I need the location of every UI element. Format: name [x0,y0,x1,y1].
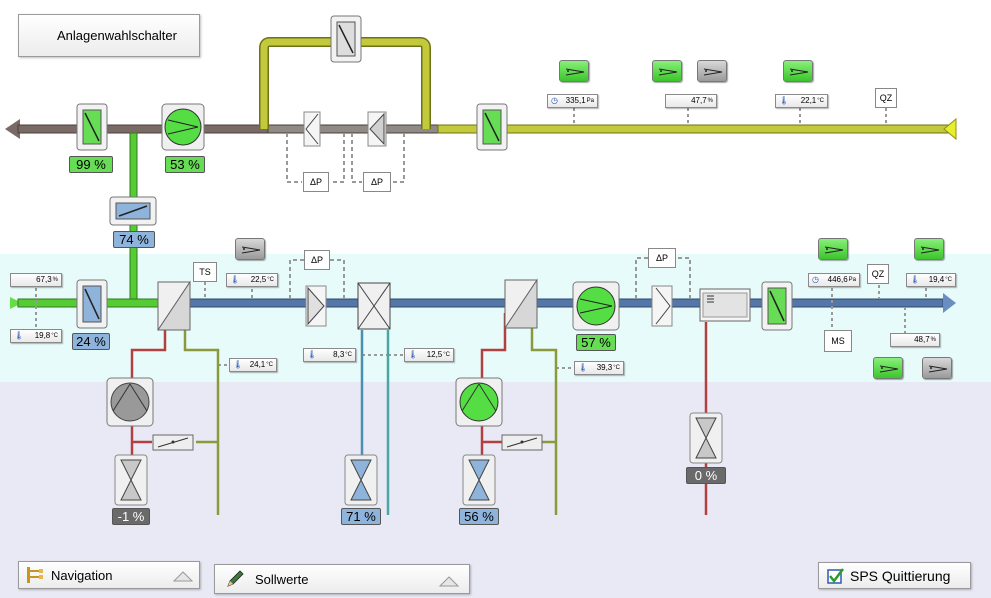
status-message-icon[interactable] [559,60,589,82]
outdoor-damper-position: 24 % [72,333,110,350]
exhaust-temperature-reading[interactable]: 🌡22,1°C [775,94,828,108]
supply-fan[interactable] [572,281,620,331]
heating-valve-position: 56 % [459,508,499,525]
exhaust-qz-tag: QZ [875,88,897,108]
heat-recovery-bypass-valve[interactable] [152,434,194,451]
heat-recovery-exchanger [157,280,191,331]
exhaust-pressure-reading[interactable]: ◷335,1Pa [547,94,598,108]
sps-acknowledge-label: SPS Quittierung [850,567,951,584]
sensor-stems [35,108,927,369]
heat-recovery-return-temperature-reading[interactable]: 🌡24,1°C [229,358,277,372]
exhaust-fan-speed: 53 % [165,156,205,173]
humidifier-valve-position: 0 % [686,467,726,484]
cooling-supply-temperature-reading[interactable]: 🌡8,3°C [303,348,356,362]
exhaust-damper-position: 99 % [69,156,113,173]
navigation-label: Navigation [51,567,113,583]
cooling-valve[interactable] [344,454,378,506]
exhaust-pressure-tag-1: ΔP [303,172,329,192]
supply-pressure-tag-2: ΔP [648,248,676,268]
outdoor-temperature-reading[interactable]: 🌡19,8°C [10,329,62,343]
cooling-coil [357,282,391,330]
status-message-icon[interactable] [873,357,903,379]
heating-return-temperature-reading[interactable]: 🌡39,3°C [574,361,624,375]
status-message-icon[interactable] [783,60,813,82]
heating-pump[interactable] [455,377,503,427]
heat-recovery-valve[interactable] [114,454,148,506]
exhaust-damper[interactable] [76,103,108,151]
recirculation-damper[interactable] [109,196,157,226]
return-damper[interactable] [476,103,508,151]
supply-pressure-lines [289,257,691,299]
heat-recovery-valve-position: -1 % [112,508,150,525]
status-message-icon[interactable] [914,238,944,260]
cooling-return-temperature-reading[interactable]: 🌡12,5°C [404,348,454,362]
supply-fan-speed: 57 % [576,334,616,351]
sps-acknowledge-button[interactable]: SPS Quittierung [818,562,971,589]
supply-pressure-tag-1: ΔP [304,250,330,270]
heat-recovery-pump[interactable] [106,377,154,427]
status-message-icon[interactable] [235,238,265,260]
exhaust-humidity-reading[interactable]: 47,7% [665,94,717,108]
setpoints-label: Sollwerte [255,571,309,587]
supply-humidity-reading[interactable]: 48,7% [890,333,940,347]
heating-coil [504,278,538,329]
exhaust-filter-1 [303,111,321,147]
setpoints-button[interactable]: Sollwerte [214,564,470,594]
plant-selector-button[interactable]: Anlagenwahlschalter [18,14,200,57]
outdoor-damper[interactable] [76,279,108,329]
supply-filter-1 [305,285,327,327]
status-message-icon[interactable] [922,357,952,379]
frost-sensor-tag: TS [193,262,217,282]
supply-filter-2 [651,285,673,327]
navigation-button[interactable]: Navigation [18,561,200,589]
humidifier-valve[interactable] [689,412,723,464]
supply-damper[interactable] [761,281,793,331]
outdoor-humidity-reading[interactable]: 67,3% [10,273,62,287]
tree-icon [27,567,43,583]
pencil-icon [227,570,244,587]
recirculation-damper-position: 74 % [113,231,155,248]
chevron-up-icon [439,576,459,587]
exhaust-pressure-tag-2: ΔP [363,172,391,192]
status-message-icon[interactable] [697,60,727,82]
cooling-valve-position: 71 % [341,508,381,525]
exhaust-pressure-lines [286,133,405,183]
status-message-icon[interactable] [818,238,848,260]
chevron-up-icon [173,571,193,582]
exhaust-filter-2 [367,111,387,147]
after-recovery-temperature-reading[interactable]: 🌡22,5°C [226,273,278,287]
bypass-damper[interactable] [330,15,362,63]
supply-temperature-reading[interactable]: 🌡19,4°C [906,273,956,287]
heating-valve[interactable] [462,454,496,506]
humidifier [699,288,751,322]
exhaust-fan[interactable] [161,103,205,151]
supply-qz-tag: QZ [867,264,889,284]
smoke-detector-tag: MS [824,330,852,352]
status-message-icon[interactable] [652,60,682,82]
supply-pressure-reading[interactable]: ◷446,6Pa [808,273,860,287]
checkbox-checked-icon [827,567,844,584]
heating-bypass-valve[interactable] [501,434,543,451]
